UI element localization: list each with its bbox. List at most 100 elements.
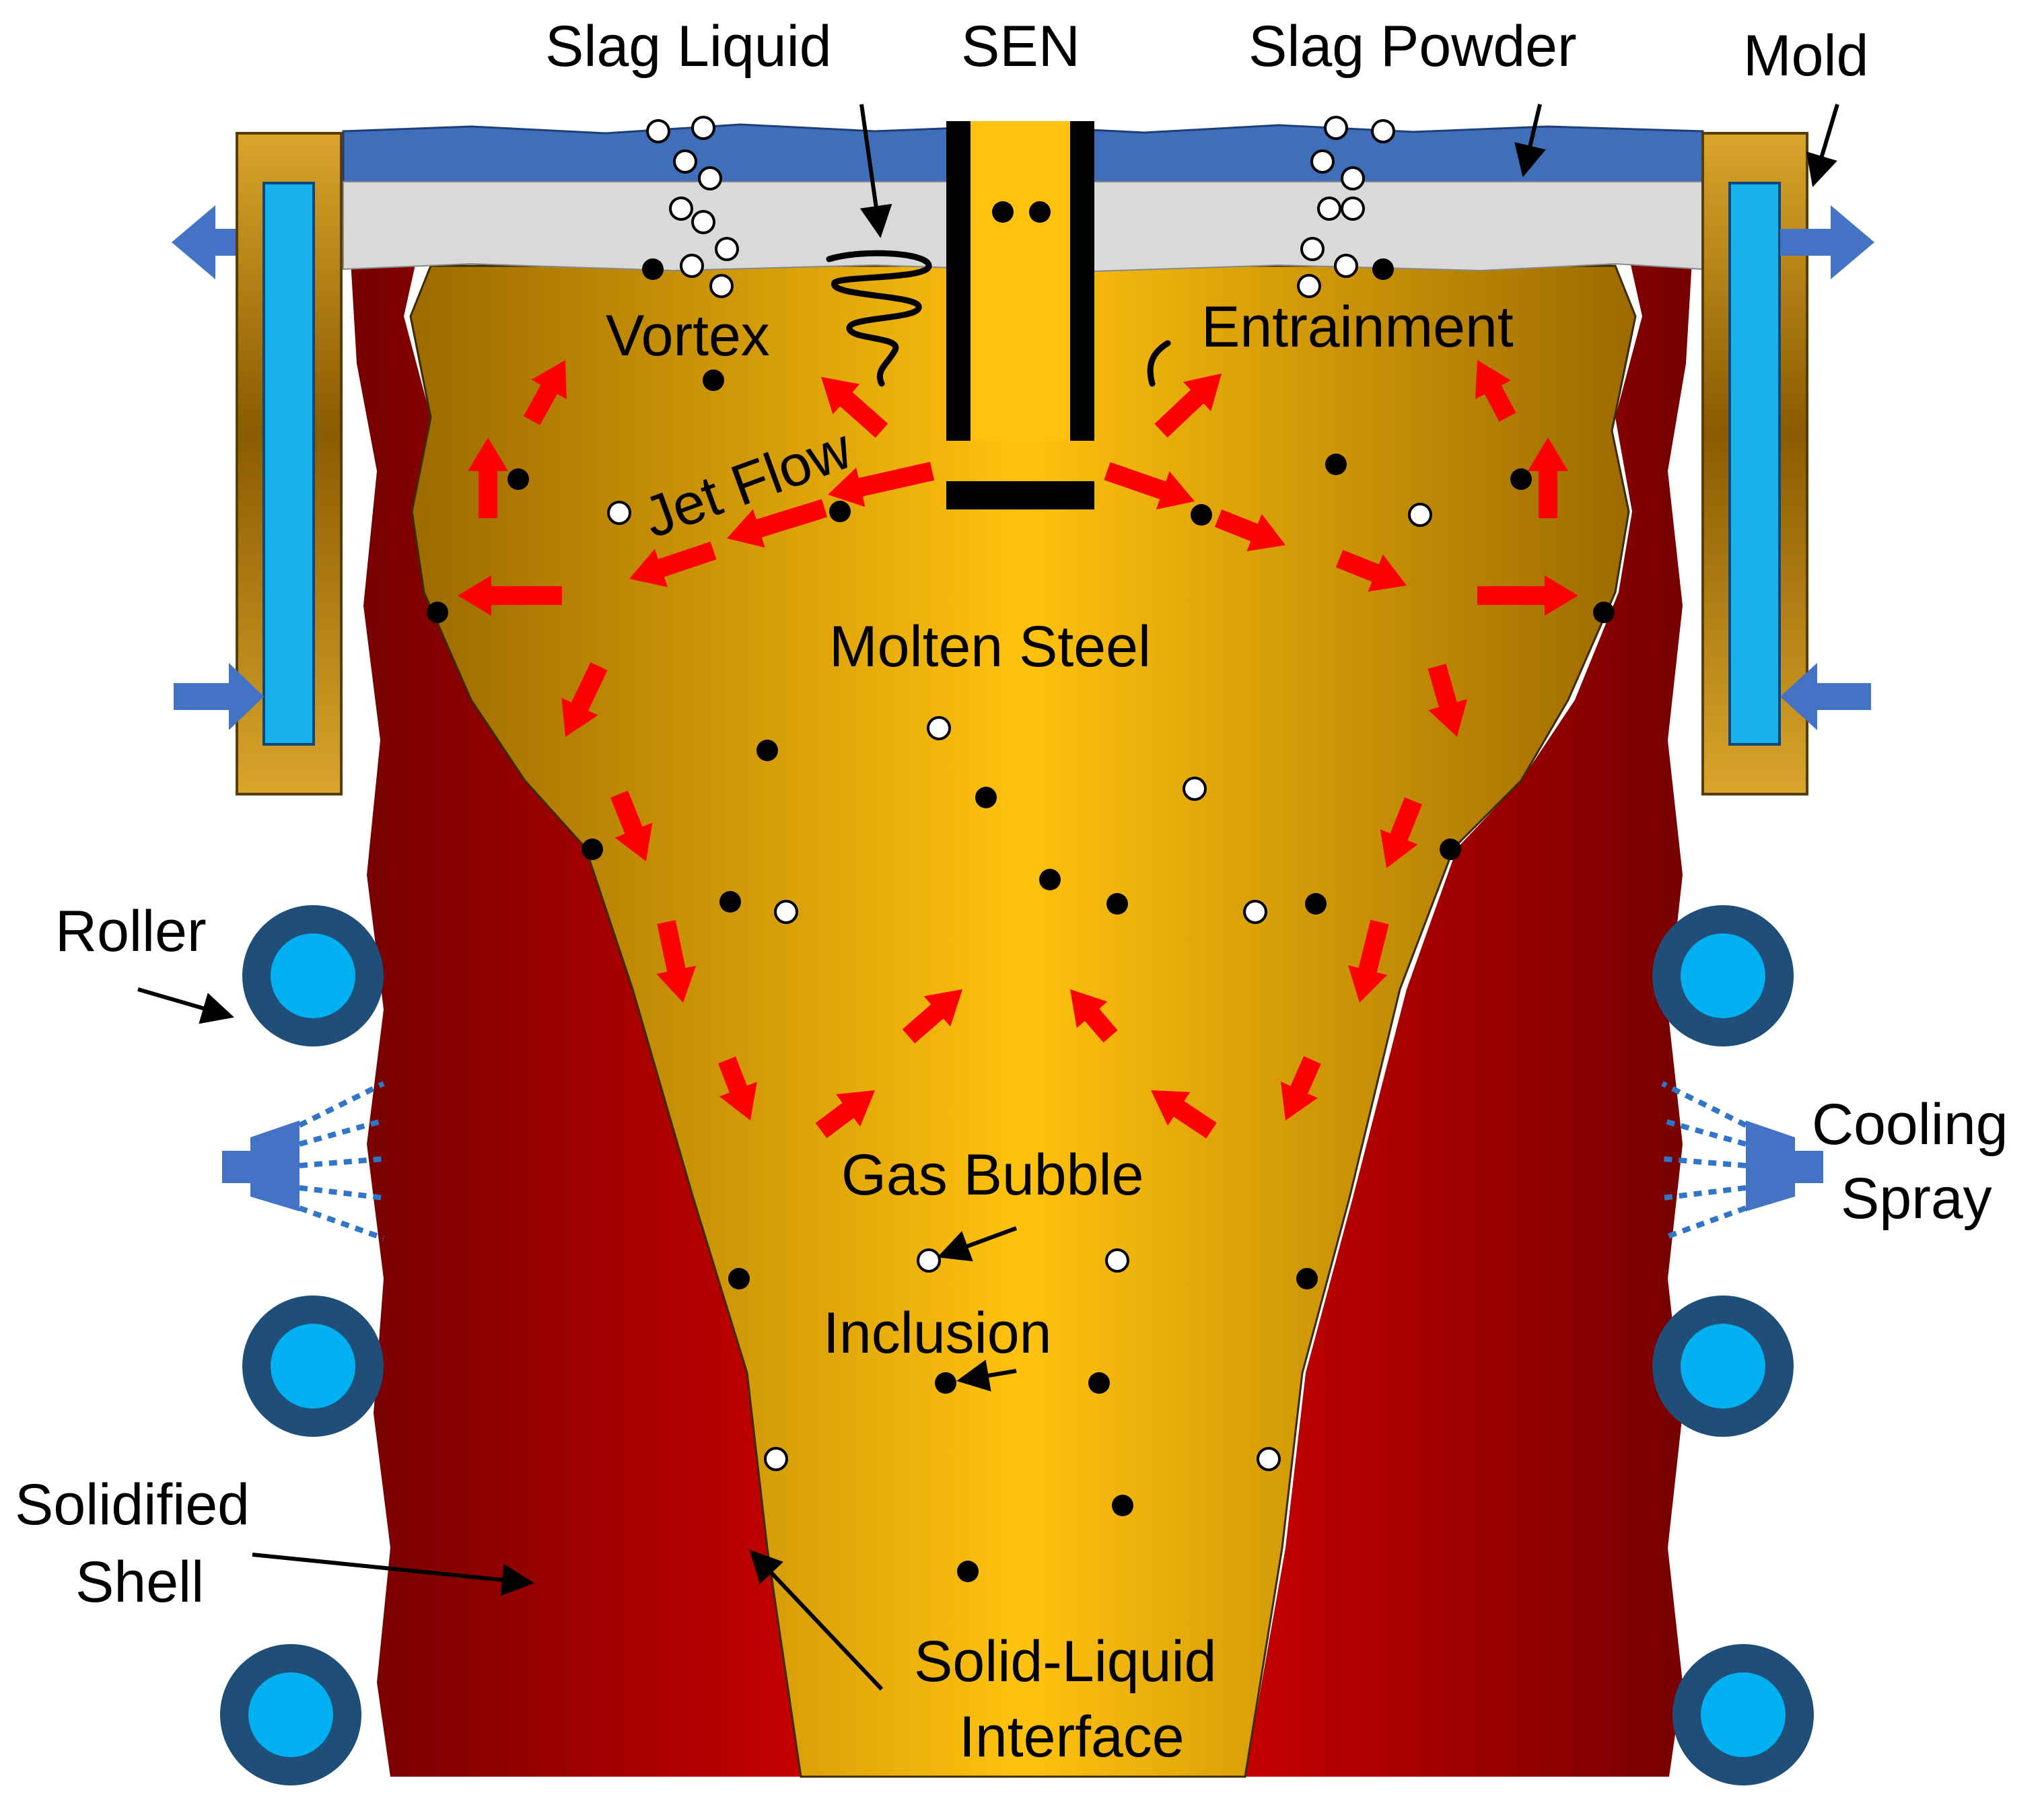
slag-powder-pointer (1514, 104, 1546, 178)
flow-arrow (1380, 797, 1422, 868)
bubble-icon (607, 501, 631, 525)
flow-arrow (815, 1090, 875, 1139)
flow-arrow (1070, 989, 1118, 1043)
inclusion-icon (957, 1561, 979, 1582)
flow-arrow (561, 662, 608, 737)
bubble-icon (680, 254, 704, 278)
flow-arrow (656, 920, 697, 1003)
bubble-icon (774, 900, 798, 924)
inclusion-icon (975, 787, 997, 808)
roller-icon (242, 905, 384, 1046)
bubble-icon (1297, 274, 1321, 298)
inclusion-icon (1106, 893, 1128, 915)
label-inclusion: Inclusion (823, 1301, 1051, 1365)
bubble-icon (709, 274, 734, 298)
coolant-out-arrow-left (172, 205, 236, 279)
flow-arrow (1151, 1090, 1217, 1139)
spray-nozzle-right (1661, 1081, 1823, 1241)
mold-pointer (1806, 104, 1839, 187)
bubble-icon (1408, 503, 1432, 527)
flow-arrow (1348, 919, 1389, 1003)
label-slag-powder: Slag Powder (1248, 14, 1577, 79)
mold-left (236, 132, 343, 795)
label-entrainment: Entrainment (1201, 295, 1514, 359)
bubble-icon (917, 1248, 941, 1273)
label-cooling: Cooling (1812, 1092, 2008, 1157)
roller-icon (220, 1644, 361, 1785)
label-spray: Spray (1841, 1166, 1992, 1231)
inclusion-icon (829, 501, 851, 522)
bubble-icon (669, 197, 693, 221)
jet-flow-arrows (458, 360, 1578, 1139)
flow-arrow (458, 575, 562, 616)
flow-arrow (610, 790, 653, 861)
inclusion-icon (1510, 468, 1532, 490)
interface-pointer (749, 1549, 884, 1691)
label-roller: Roller (55, 899, 207, 964)
flow-arrow (1528, 437, 1568, 518)
solidified-shell-right (1245, 249, 1693, 1777)
label-solidified: Solidified (15, 1472, 250, 1537)
coolant-in-arrow-left (174, 663, 264, 730)
bubble-icon (1341, 166, 1365, 190)
bubble-icon (1317, 197, 1341, 221)
slag-liquid-pointer (859, 104, 892, 238)
particles (427, 116, 1615, 1582)
bubble-icon (1183, 777, 1207, 801)
flow-arrow (727, 499, 828, 548)
flow-arrow (828, 462, 935, 507)
inclusion-icon (642, 258, 664, 280)
bubble-icon (698, 166, 722, 190)
inclusion-icon (1325, 454, 1347, 475)
label-slag-liquid: Slag Liquid (545, 14, 832, 79)
inclusion-icon (582, 839, 603, 860)
flow-arrow (468, 437, 508, 518)
inclusion-icon (1296, 1268, 1318, 1289)
inclusion-icon (728, 1268, 750, 1289)
label-solid-liquid: Solid-Liquid (914, 1629, 1216, 1694)
flow-arrow (821, 377, 888, 438)
solidified-shell-pointer (252, 1553, 534, 1596)
flow-arrow (1280, 1056, 1321, 1121)
inclusion-icon (427, 602, 448, 623)
solidified-shell-left (350, 249, 801, 1777)
vortex-icon (826, 250, 932, 387)
inclusion-icon (1039, 869, 1061, 890)
inclusion-icon (1088, 1372, 1110, 1394)
gas-bubble-pointer (937, 1226, 1018, 1262)
flow-arrow (1154, 374, 1222, 438)
roller-icon (242, 1295, 384, 1437)
bubble-icon (715, 237, 739, 261)
flow-arrow (718, 1056, 757, 1121)
inclusion-icon (1440, 839, 1461, 860)
bubble-icon (1300, 237, 1325, 261)
inclusion-icon (1305, 893, 1327, 915)
bubble-icon (691, 116, 715, 140)
flow-arrow (1335, 550, 1407, 592)
inclusion-icon (1029, 201, 1051, 223)
bubble-icon (764, 1447, 788, 1471)
coolant-in-arrow-right (1780, 663, 1871, 730)
coolant-out-arrow-right (1780, 205, 1874, 279)
bubble-icon (1371, 119, 1395, 143)
inclusion-icon (703, 369, 724, 391)
molten-steel-pool (409, 264, 1637, 1778)
spray-nozzle-left (222, 1081, 385, 1241)
flow-arrow (1104, 462, 1195, 509)
inclusion-icon (1191, 504, 1212, 526)
inclusion-icon (507, 468, 529, 490)
flow-arrow (629, 541, 717, 588)
inclusion-icon (935, 1372, 956, 1394)
label-mold: Mold (1743, 24, 1868, 88)
inclusion-icon (992, 201, 1014, 223)
flow-arrow (1477, 575, 1578, 616)
bubble-icon (1243, 900, 1267, 924)
bubble-icon (927, 716, 951, 740)
inclusion-pointer (956, 1359, 1017, 1392)
flow-arrow (523, 360, 567, 425)
label-sen: SEN (961, 14, 1080, 79)
sen-nozzle (946, 121, 1094, 509)
flow-arrow (1475, 360, 1516, 422)
roller-icon (1652, 1295, 1794, 1437)
